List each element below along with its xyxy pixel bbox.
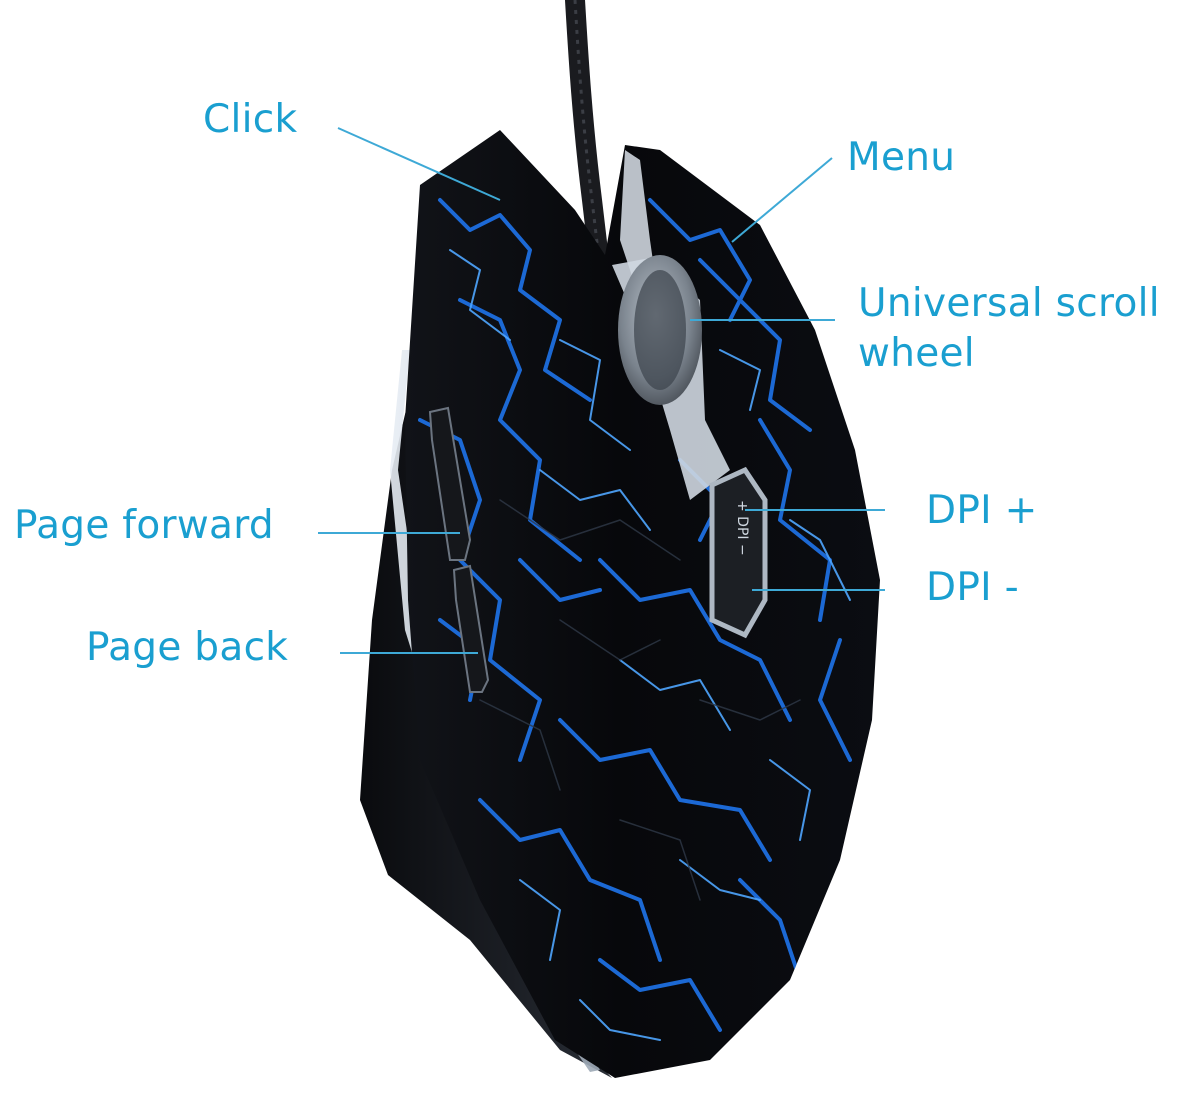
click-label: Click [203, 97, 298, 142]
dpi-button [709, 466, 768, 639]
page-forward-label: Page forward [14, 503, 274, 548]
page-back-label: Page back [86, 625, 289, 670]
crackle-pattern [418, 198, 852, 1041]
menu-label: Menu [847, 135, 956, 180]
menu-leader [731, 157, 833, 243]
dpi-minus-label: DPI - [926, 565, 1020, 610]
right-button-edge [620, 150, 655, 285]
scroll-wheel-label-line2: wheel [858, 331, 975, 376]
page-back-button [452, 564, 490, 693]
side-panel [360, 350, 612, 1078]
page-forward-button [428, 406, 472, 561]
click-leader [337, 127, 501, 201]
leader-lines [318, 127, 885, 654]
dpi-plus-label: DPI + [926, 488, 1038, 533]
dpi-button-label: + DPI − [734, 500, 750, 556]
scroll-wheel-label-line1: Universal scroll [858, 281, 1160, 326]
